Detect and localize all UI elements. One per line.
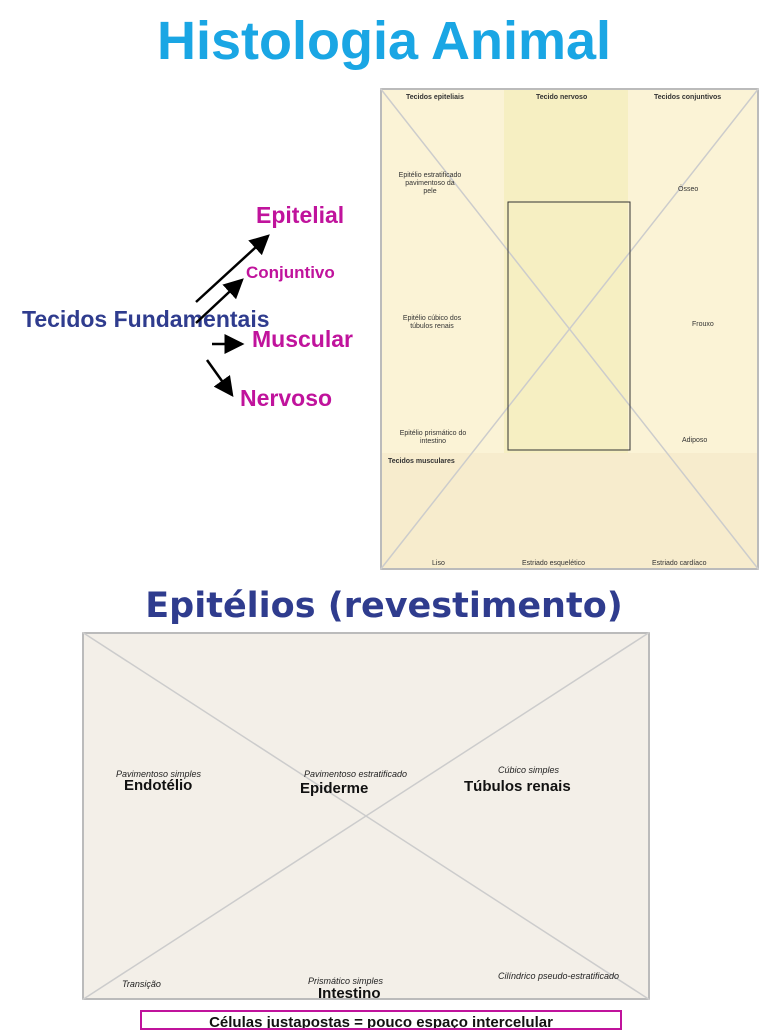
- epithelium-illustration-placeholder: Pavimentoso simples Pavimentoso estratif…: [82, 632, 650, 1002]
- caption-transicao: Transição: [122, 979, 161, 989]
- label-cardiaco: Estriado cardíaco: [652, 560, 707, 567]
- label-frouxo: Frouxo: [692, 321, 714, 328]
- diagram-arrows: [195, 234, 270, 398]
- caption-prismatico-simples: Prismático simples: [308, 976, 384, 986]
- section-muscular: Tecidos musculares: [388, 458, 455, 465]
- label-epi-prismatico: Epitélio prismático do intestino: [399, 430, 467, 445]
- caption-cilindrico-pseudo: Cilíndrico pseudo-estratificado: [498, 971, 620, 981]
- section-connective: Tecidos conjuntivos: [654, 94, 722, 101]
- arrow-to-epitelial: [195, 234, 270, 303]
- caption-pavimentoso-estratificado: Pavimentoso estratificado: [304, 769, 408, 779]
- branch-epitelial: Epitelial: [256, 202, 345, 228]
- label-epi-cubico: Epitélio cúbico dos túbulos renais: [402, 315, 462, 330]
- tissue-epiderme: Epiderme: [300, 780, 369, 797]
- label-esqueletico: Estriado esquelético: [522, 560, 586, 567]
- section-nervous: Tecido nervoso: [536, 94, 588, 101]
- tissue-tubulos-renais: Túbulos renais: [464, 778, 571, 795]
- branch-conjuntivo: Conjuntivo: [246, 263, 335, 282]
- label-adiposo: Adiposo: [682, 437, 708, 444]
- branch-muscular: Muscular: [252, 326, 353, 352]
- arrow-to-conjuntivo: [195, 278, 244, 324]
- caption-cubico-simples: Cúbico simples: [498, 765, 560, 775]
- summary-note: Células justapostas = pouco espaço inter…: [140, 1010, 622, 1030]
- illustration-placeholder-box: [380, 88, 759, 570]
- section-subtitle: Epitélios (revestimento): [145, 586, 623, 626]
- label-osseo: Ósseo: [678, 186, 699, 193]
- tissue-illustration-placeholder: Tecidos epiteliais Tecido nervoso Tecido…: [380, 88, 759, 570]
- page-title: Histologia Animal: [156, 11, 612, 71]
- branch-nervoso: Nervoso: [240, 385, 333, 411]
- tissue-intestino: Intestino: [318, 985, 381, 1002]
- section-epithelial: Tecidos epiteliais: [406, 94, 464, 101]
- label-liso: Liso: [432, 560, 445, 567]
- tissue-endotelio: Endotélio: [124, 777, 193, 794]
- caption-pavimentoso-simples: Pavimentoso simples: [116, 769, 202, 779]
- illustration-placeholder-box: [82, 632, 650, 1000]
- label-epi-estratificado: Epitélio estratificado pavimentoso da pe…: [398, 172, 462, 195]
- arrow-to-nervoso: [205, 359, 234, 398]
